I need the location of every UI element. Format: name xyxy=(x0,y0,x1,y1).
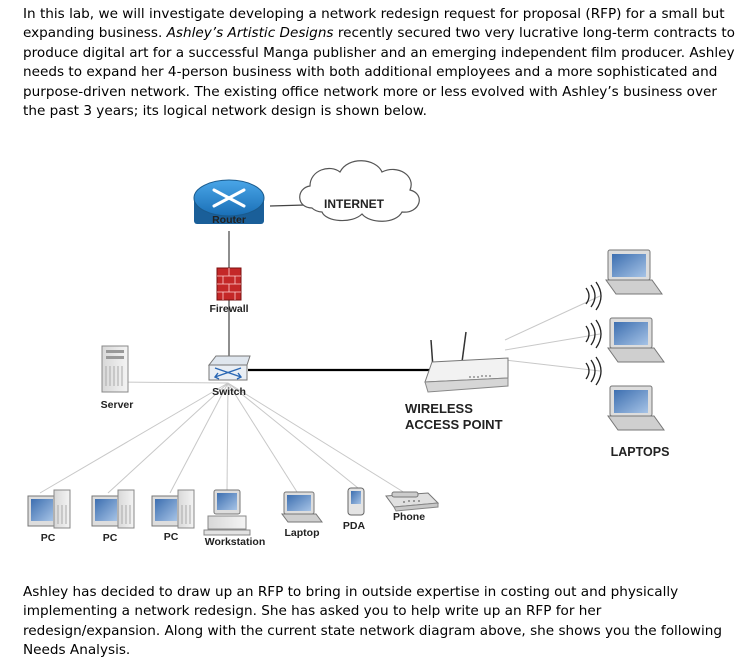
firewall-label: Firewall xyxy=(209,303,248,315)
pda-label: PDA xyxy=(343,520,366,532)
laptop-label: Laptop xyxy=(285,527,320,539)
server-label: Server xyxy=(101,399,134,411)
switch-label: Switch xyxy=(212,386,246,398)
phone-icon xyxy=(385,491,440,512)
router-icon xyxy=(193,179,265,224)
wap-label-line2: ACCESS POINT xyxy=(405,417,503,432)
connection-lines xyxy=(39,295,601,494)
pc-label-3: PC xyxy=(164,531,179,543)
switch-icon xyxy=(207,355,251,381)
intro-text-start: In this lab, we will investigate develop… xyxy=(23,6,725,42)
outro-paragraph: Ashley has decided to draw up an RFP to … xyxy=(23,584,723,659)
pc-label-1: PC xyxy=(41,532,56,544)
laptop-icon xyxy=(281,491,323,523)
workstation-icon xyxy=(203,489,251,536)
laptop-icon xyxy=(605,249,663,295)
wap-label-line1: WIRELESS xyxy=(405,401,473,416)
internet-cloud-icon xyxy=(299,160,420,222)
router-label: Router xyxy=(212,214,246,226)
intro-text-end: recently secured two very lucrative long… xyxy=(23,25,735,120)
phone-label: Phone xyxy=(393,511,425,523)
firewall-icon xyxy=(216,267,242,301)
pc-label-2: PC xyxy=(103,532,118,544)
pc-icon xyxy=(151,489,195,529)
wireless-signal-icon xyxy=(585,281,602,386)
workstation-label: Workstation xyxy=(205,536,265,548)
wireless-access-point-icon xyxy=(424,331,509,393)
internet-label: INTERNET xyxy=(324,197,385,211)
laptops-label: LAPTOPS xyxy=(611,445,670,459)
company-name: Ashley’s Artistic Designs xyxy=(166,25,334,42)
pc-icon xyxy=(27,489,71,529)
laptop-icon xyxy=(607,385,665,431)
network-diagram: Router INTERNET Firewall Switch xyxy=(27,160,670,548)
pda-icon xyxy=(347,487,365,516)
server-icon xyxy=(101,345,129,393)
intro-paragraph: In this lab, we will investigate develop… xyxy=(23,5,738,121)
pc-icon xyxy=(91,489,135,529)
laptop-icon xyxy=(607,317,665,363)
